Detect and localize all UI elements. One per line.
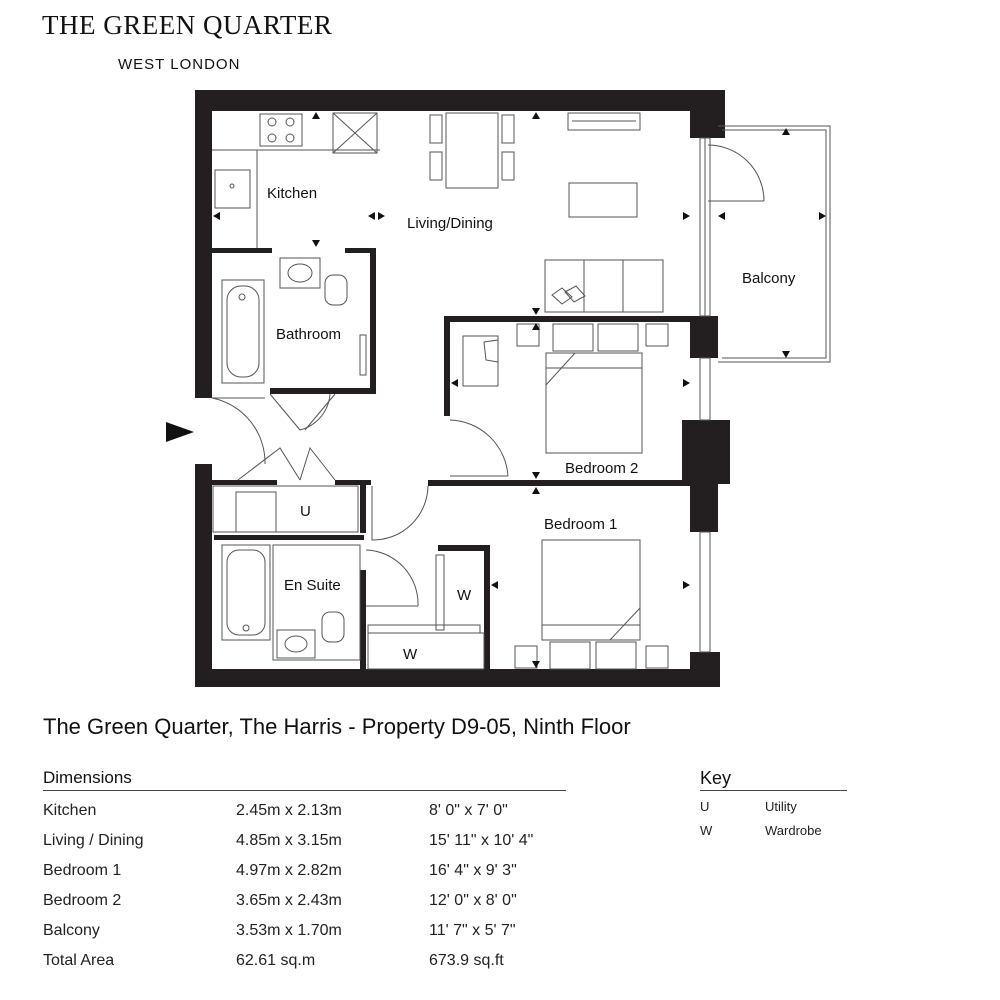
- metric-size: 4.85m x 3.15m: [236, 832, 342, 849]
- table-row: Living / Dining 4.85m x 3.15m 15' 11" x …: [43, 826, 579, 856]
- entrance-doors: [211, 144, 765, 607]
- imperial-size: 15' 11" x 10' 4": [429, 832, 534, 849]
- table-row: Bedroom 1 4.97m x 2.82m 16' 4" x 9' 3": [43, 856, 579, 886]
- wardrobe-fixtures: [367, 554, 485, 670]
- room-label-wardrobe: W: [457, 587, 472, 604]
- dimensions-divider: [43, 790, 566, 791]
- key-meaning: Wardrobe: [765, 822, 822, 838]
- brand-name: THE GREEN QUARTER: [42, 10, 333, 40]
- living-furniture: [429, 112, 664, 313]
- room-label-utility: U: [300, 503, 311, 520]
- room-name: Balcony: [43, 922, 100, 939]
- brand-location: WEST LONDON: [118, 56, 241, 73]
- room-label-living-dining: Living/Dining: [407, 215, 493, 232]
- table-row: Balcony 3.53m x 1.70m 11' 7" x 5' 7": [43, 916, 579, 946]
- dimensions-table: Kitchen 2.45m x 2.13m 8' 0" x 7' 0" Livi…: [43, 796, 579, 976]
- bedroom2-furniture: [462, 323, 669, 454]
- room-label-bathroom: Bathroom: [276, 326, 341, 343]
- ensuite-fixtures: [221, 544, 361, 661]
- room-label-kitchen: Kitchen: [267, 185, 317, 202]
- table-row: U Utility: [700, 794, 822, 818]
- dimension-markers: [213, 112, 826, 668]
- room-label-en-suite: En Suite: [284, 577, 341, 594]
- table-row: Kitchen 2.45m x 2.13m 8' 0" x 7' 0": [43, 796, 579, 826]
- key-divider: [700, 790, 847, 791]
- imperial-size: 11' 7" x 5' 7": [429, 922, 516, 939]
- imperial-size: 673.9 sq.ft: [429, 952, 504, 969]
- balcony-outline: [718, 125, 831, 363]
- key-table: U Utility W Wardrobe: [700, 794, 822, 842]
- key-meaning: Utility: [765, 798, 797, 814]
- interior-walls: [212, 248, 690, 670]
- bedroom1-furniture: [514, 539, 669, 670]
- room-label-balcony: Balcony: [742, 270, 796, 287]
- imperial-size: 8' 0" x 7' 0": [429, 802, 508, 819]
- table-row: Bedroom 2 3.65m x 2.43m 12' 0" x 8' 0": [43, 886, 579, 916]
- floor-plan: Kitchen Living/Dining Balcony Bathroom B…: [166, 90, 831, 687]
- metric-size: 3.53m x 1.70m: [236, 922, 342, 939]
- room-name: Bedroom 2: [43, 892, 122, 909]
- kitchen-fixtures: [212, 112, 380, 248]
- metric-size: 3.65m x 2.43m: [236, 892, 342, 909]
- imperial-size: 16' 4" x 9' 3": [429, 862, 517, 879]
- room-name: Living / Dining: [43, 832, 144, 849]
- room-label-wardrobe: W: [403, 646, 418, 663]
- room-label-bedroom-1: Bedroom 1: [544, 516, 617, 533]
- windows: [699, 137, 711, 653]
- metric-size: 62.61 sq.m: [236, 952, 316, 969]
- bathroom-fixtures: [221, 257, 367, 431]
- table-row: W Wardrobe: [700, 818, 822, 842]
- imperial-size: 12' 0" x 8' 0": [429, 892, 517, 909]
- entrance-arrow-icon: [166, 422, 194, 442]
- key-code: W: [700, 822, 713, 838]
- room-label-bedroom-2: Bedroom 2: [565, 460, 638, 477]
- metric-size: 2.45m x 2.13m: [236, 802, 342, 819]
- room-name: Total Area: [43, 952, 115, 969]
- room-name: Kitchen: [43, 802, 97, 819]
- utility-fixtures: [212, 485, 359, 533]
- key-code: U: [700, 798, 710, 814]
- dimensions-heading: Dimensions: [43, 768, 132, 787]
- table-row: Total Area 62.61 sq.m 673.9 sq.ft: [43, 946, 579, 976]
- property-title: The Green Quarter, The Harris - Property…: [43, 714, 631, 739]
- metric-size: 4.97m x 2.82m: [236, 862, 342, 879]
- room-name: Bedroom 1: [43, 862, 122, 879]
- outer-walls: [195, 90, 730, 687]
- key-heading: Key: [700, 768, 732, 788]
